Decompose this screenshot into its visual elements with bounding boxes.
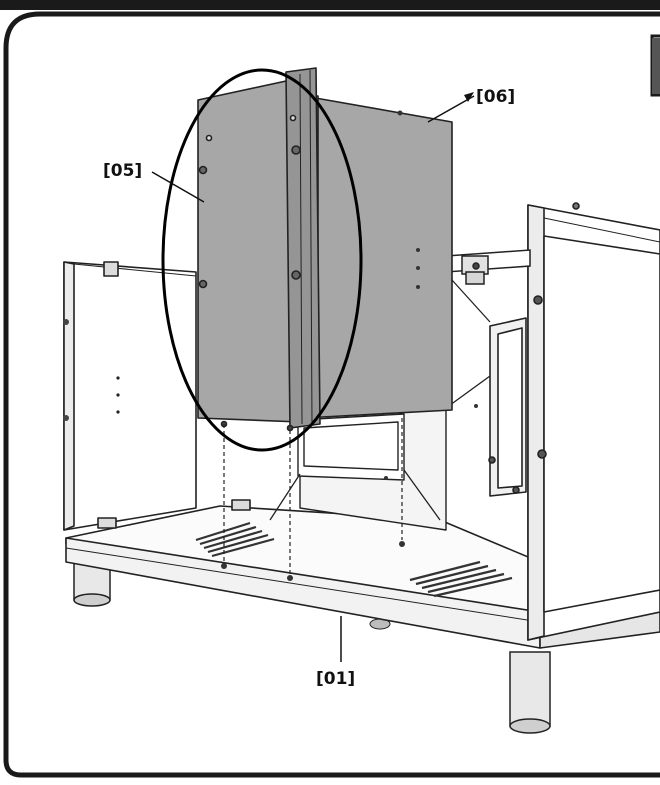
callout-05-label: [05] xyxy=(103,161,142,181)
callout-06-label: [06] xyxy=(476,87,515,107)
callout-06-leader xyxy=(427,95,475,123)
callout-05: [05] xyxy=(103,161,205,203)
front-right-leg xyxy=(509,651,551,734)
left-side-panel xyxy=(63,261,251,531)
highlight-ellipse xyxy=(161,68,363,452)
panel-06 xyxy=(299,95,453,419)
rear-interior-panel xyxy=(297,407,447,531)
top-rail xyxy=(445,249,531,285)
outer-frame xyxy=(3,11,660,778)
callout-05-leader xyxy=(151,171,205,203)
support-brackets xyxy=(269,279,491,521)
base-vent-right xyxy=(409,560,513,598)
inset-box-shade xyxy=(652,38,660,94)
base-vent-left xyxy=(195,521,275,558)
callout-01-label: [01] xyxy=(316,669,355,689)
top-bar xyxy=(0,0,660,10)
callout-06: [06] xyxy=(427,87,515,123)
panel-05 xyxy=(197,67,321,432)
base-screws xyxy=(221,541,405,581)
callout-06-arrowhead xyxy=(464,92,474,102)
callout-01: [01] xyxy=(316,616,355,689)
alignment-guides xyxy=(223,418,403,574)
right-side-panel xyxy=(474,202,660,641)
